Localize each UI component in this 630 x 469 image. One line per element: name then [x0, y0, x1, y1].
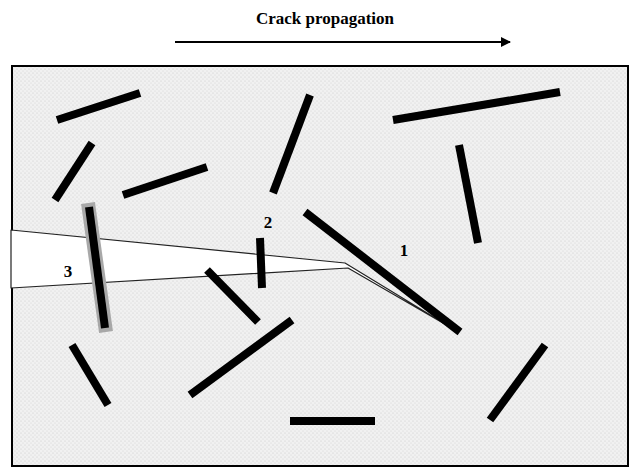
- fiber: [55, 143, 92, 200]
- fiber: [273, 95, 310, 193]
- propagation-arrow: [175, 41, 510, 43]
- fiber: [190, 320, 292, 395]
- fiber: [57, 93, 140, 120]
- fiber: [260, 238, 262, 288]
- fiber: [89, 207, 105, 328]
- fiber: [123, 167, 207, 195]
- pulled-out-fiber-halo: [88, 203, 106, 332]
- matrix-specimen: [12, 66, 628, 466]
- fiber: [393, 92, 560, 120]
- fiber: [72, 345, 108, 405]
- fiber: [290, 417, 375, 425]
- callout-number: 2: [264, 214, 273, 231]
- fiber: [207, 270, 258, 322]
- fiber: [305, 212, 460, 332]
- fiber: [459, 145, 478, 243]
- callout-number: 3: [64, 263, 73, 280]
- fibers: [55, 92, 560, 421]
- callout-number: 1: [400, 242, 409, 259]
- fiber: [490, 345, 545, 420]
- direction-label: Crack propagation: [256, 10, 394, 27]
